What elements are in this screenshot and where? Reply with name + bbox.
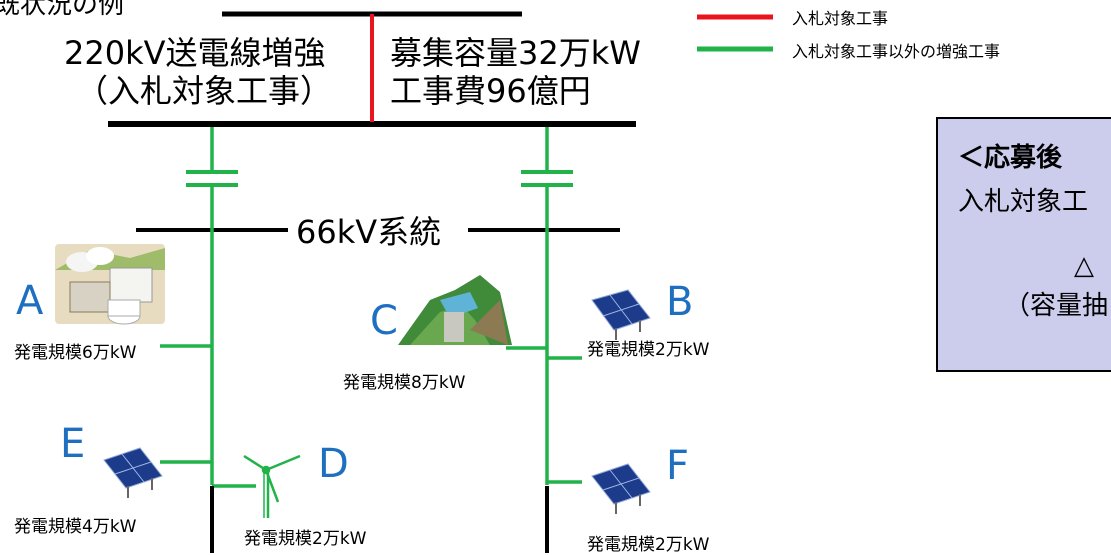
wind-turbine-icon <box>243 454 301 518</box>
system-66kv-label: 66kV系統 <box>296 213 442 251</box>
generator-letter-d: D <box>318 441 349 487</box>
generator-scale-f: 発電規模2万kW <box>587 535 710 555</box>
cost-label: 工事費96億円 <box>390 72 591 110</box>
generator-scale-c: 発電規模8万kW <box>343 373 466 393</box>
generator-letter-a: A <box>16 278 44 324</box>
right-feeder <box>506 127 582 485</box>
info-box: ＜応募後 入札対象工 △ （容量抽 <box>936 117 1111 372</box>
left-feeder <box>160 127 256 488</box>
info-box-heading: ＜応募後 <box>958 143 1063 173</box>
line-name-label: 220kV送電線増強 <box>64 34 326 72</box>
generator-letter-b: B <box>666 279 694 325</box>
line-note-label: （入札対象工事） <box>76 72 333 110</box>
generator-letter-c: C <box>370 298 398 344</box>
title-fragment: 既状況の例 <box>0 0 125 20</box>
generator-scale-e: 発電規模4万kW <box>14 517 137 537</box>
generator-scale-a: 発電規模6万kW <box>14 343 137 363</box>
legend-green-label: 入札対象工事以外の増強工事 <box>792 42 1001 61</box>
generator-scale-b: 発電規模2万kW <box>587 340 710 360</box>
hydro-dam-icon <box>398 275 512 345</box>
solar-panel-icon <box>591 463 651 514</box>
generator-letter-e: E <box>60 421 86 467</box>
thermal-plant-icon <box>55 244 165 325</box>
legend-red-label: 入札対象工事 <box>792 9 889 28</box>
solar-panel-icon <box>591 289 651 340</box>
info-box-line3: （容量抽 <box>1004 291 1109 321</box>
capacity-label: 募集容量32万kW <box>390 34 641 72</box>
solar-panel-icon <box>103 447 163 498</box>
generator-scale-d: 発電規模2万kW <box>244 529 367 549</box>
info-box-line1: 入札対象工 <box>958 187 1089 217</box>
generator-letter-f: F <box>666 443 690 489</box>
info-box-line2: △ <box>1074 251 1094 281</box>
